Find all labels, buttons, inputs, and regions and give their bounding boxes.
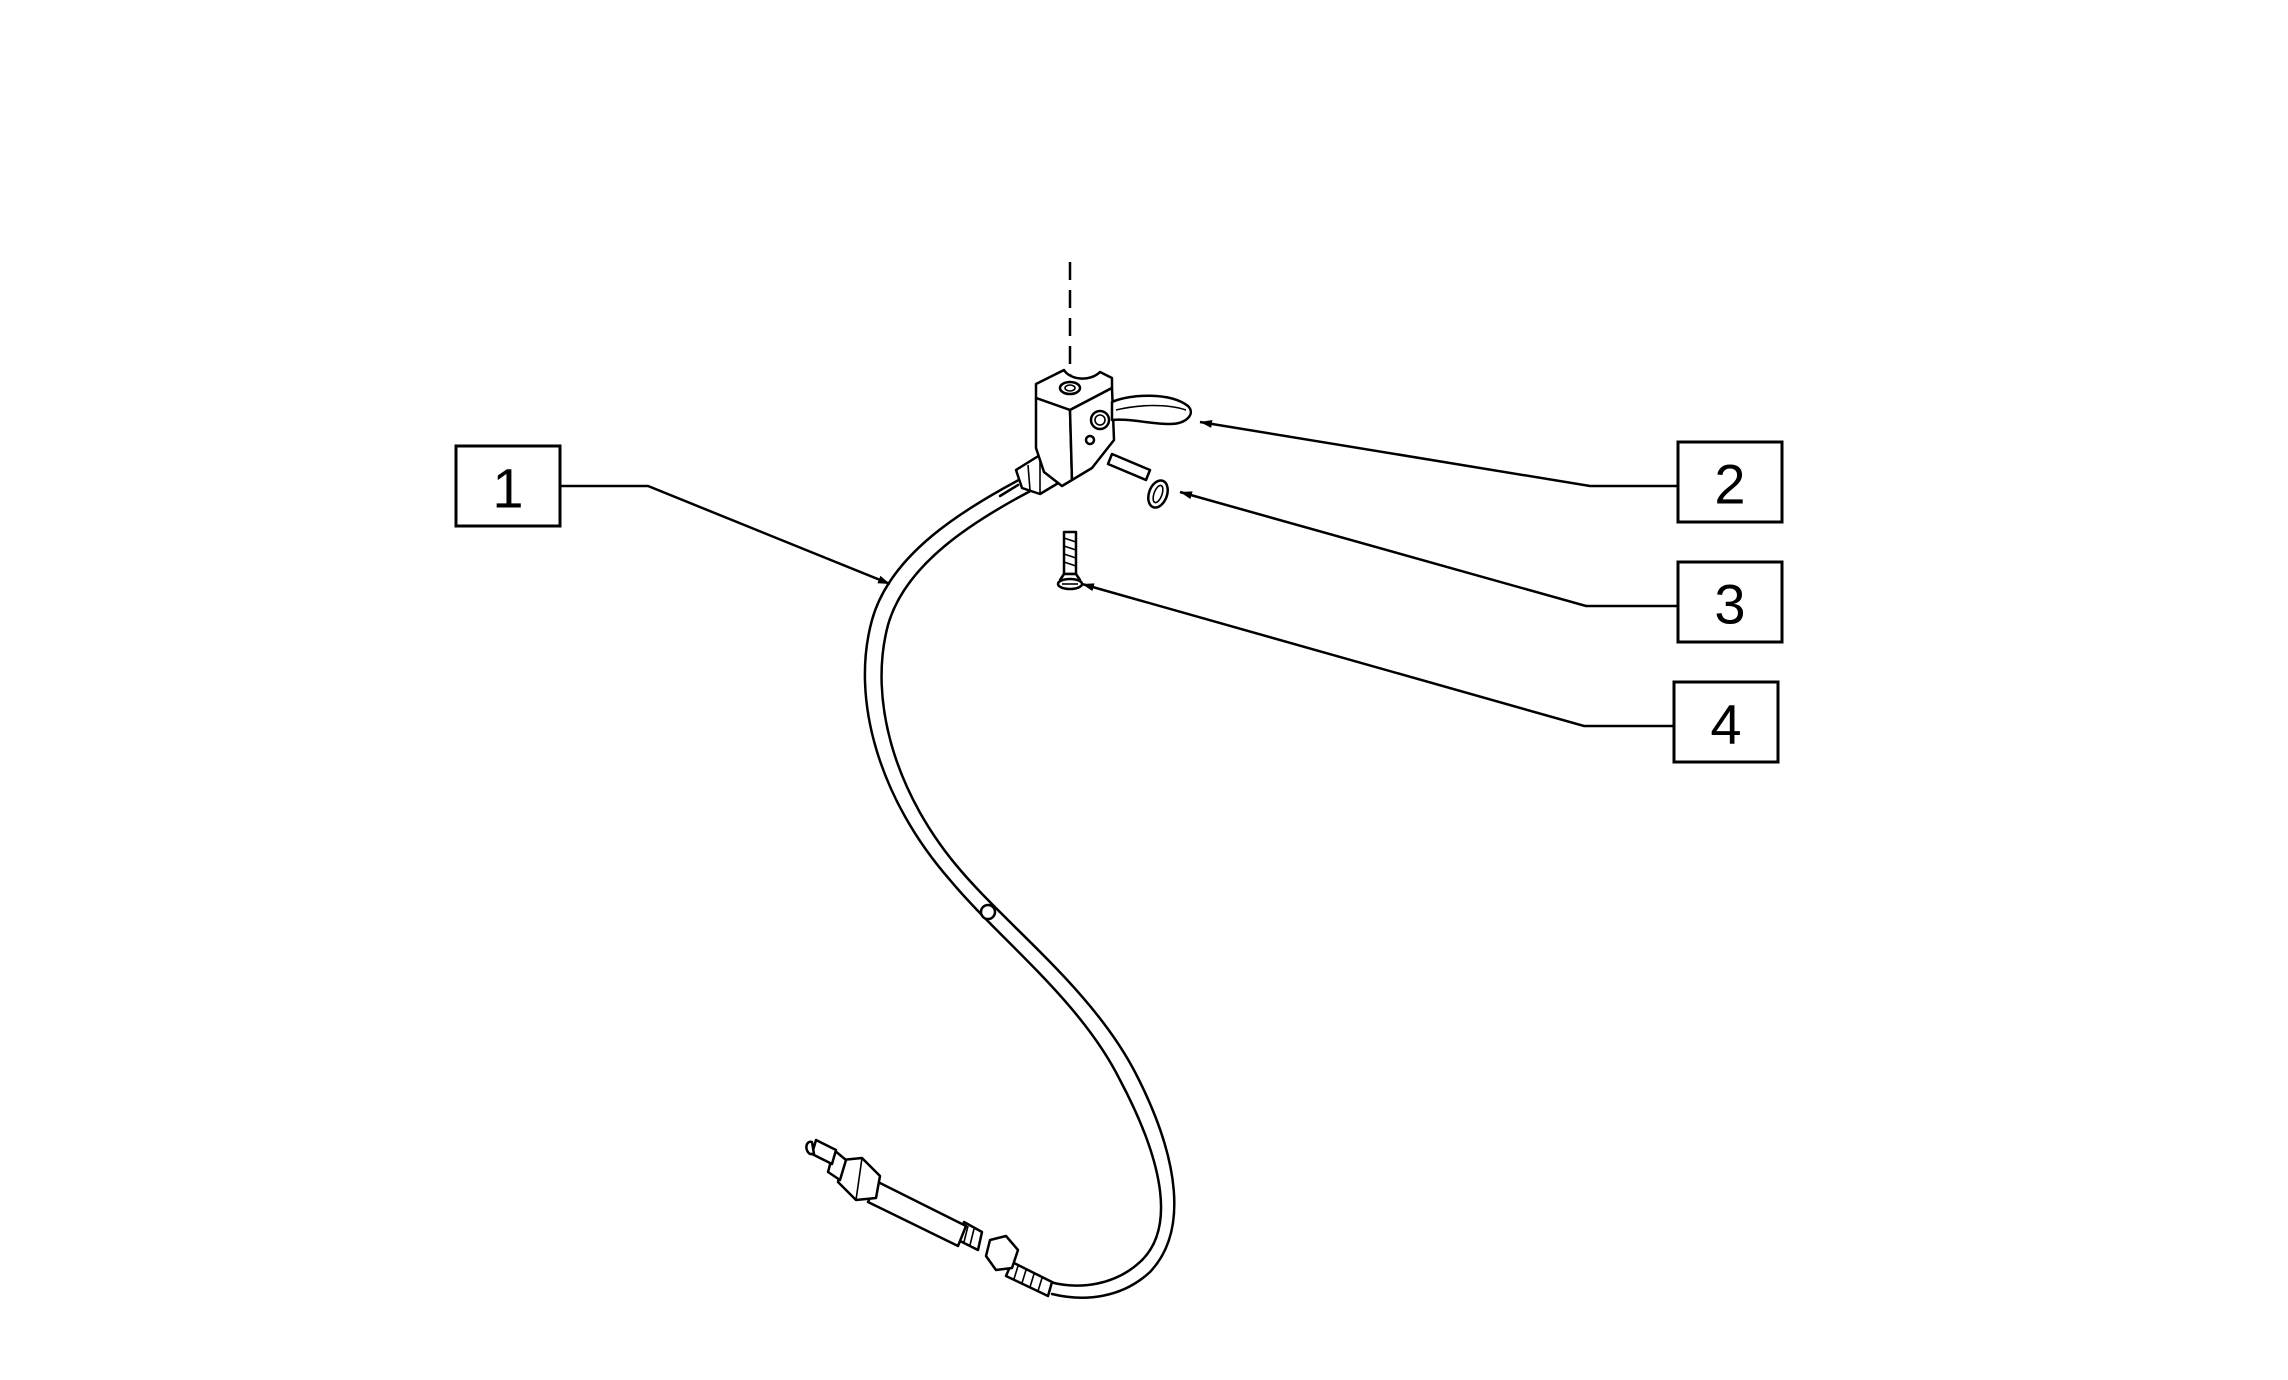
mounting-bracket — [1034, 368, 1116, 488]
callout-3: 3 — [1179, 490, 1784, 644]
pin-with-ring — [1106, 452, 1169, 509]
callout-1-label: 1 — [492, 457, 523, 520]
callout-4: 4 — [1081, 582, 1780, 764]
callout-3-label: 3 — [1714, 573, 1745, 636]
cable-assembly — [805, 453, 1176, 1299]
callout-2: 2 — [1199, 419, 1784, 524]
callout-4-label: 4 — [1710, 693, 1741, 756]
cable-end-fitting — [805, 1138, 1054, 1298]
lever-handle — [1110, 394, 1193, 426]
screw — [1056, 530, 1084, 591]
callout-2-label: 2 — [1714, 453, 1745, 516]
callout-1: 1 — [454, 444, 891, 586]
